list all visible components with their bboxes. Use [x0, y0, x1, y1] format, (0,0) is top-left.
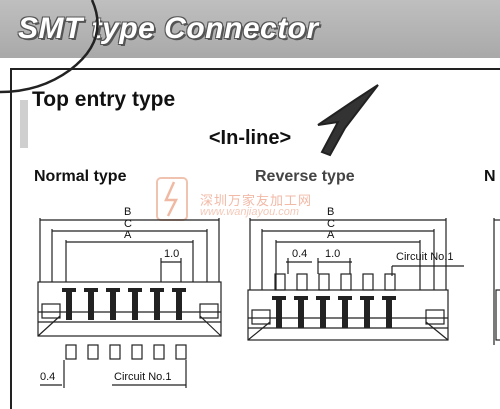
watermark-url: www.wanjiayou.com: [200, 206, 300, 218]
section-subtitle: <In-line>: [208, 127, 292, 149]
third-type-label-cut: N: [484, 168, 496, 185]
normal-dim-c: C: [124, 218, 132, 230]
section-title: Top entry type: [32, 88, 176, 111]
normal-circuit-label: Circuit No.1: [114, 371, 172, 383]
normal-offset: 0.4: [40, 371, 56, 383]
watermark-text: 深圳万家友加工网: [200, 193, 313, 208]
normal-pitch: 1.0: [164, 248, 180, 260]
normal-dim-a: A: [124, 229, 132, 241]
header-banner: SMT type Connector: [0, 0, 500, 58]
normal-type-label: Normal type: [34, 168, 127, 185]
section-marker: [20, 100, 28, 148]
reverse-dim-c: C: [327, 218, 335, 230]
reverse-circuit-label: Circuit No.1: [396, 251, 454, 263]
reverse-offset: 0.4: [292, 248, 308, 260]
normal-dim-b: B: [124, 206, 132, 218]
banner-title: SMT type Connector: [18, 12, 319, 45]
reverse-type-label: Reverse type: [255, 168, 355, 185]
content-frame: [10, 68, 500, 409]
reverse-pitch: 1.0: [325, 248, 341, 260]
reverse-dim-b: B: [327, 206, 335, 218]
reverse-dim-a: A: [327, 229, 335, 241]
